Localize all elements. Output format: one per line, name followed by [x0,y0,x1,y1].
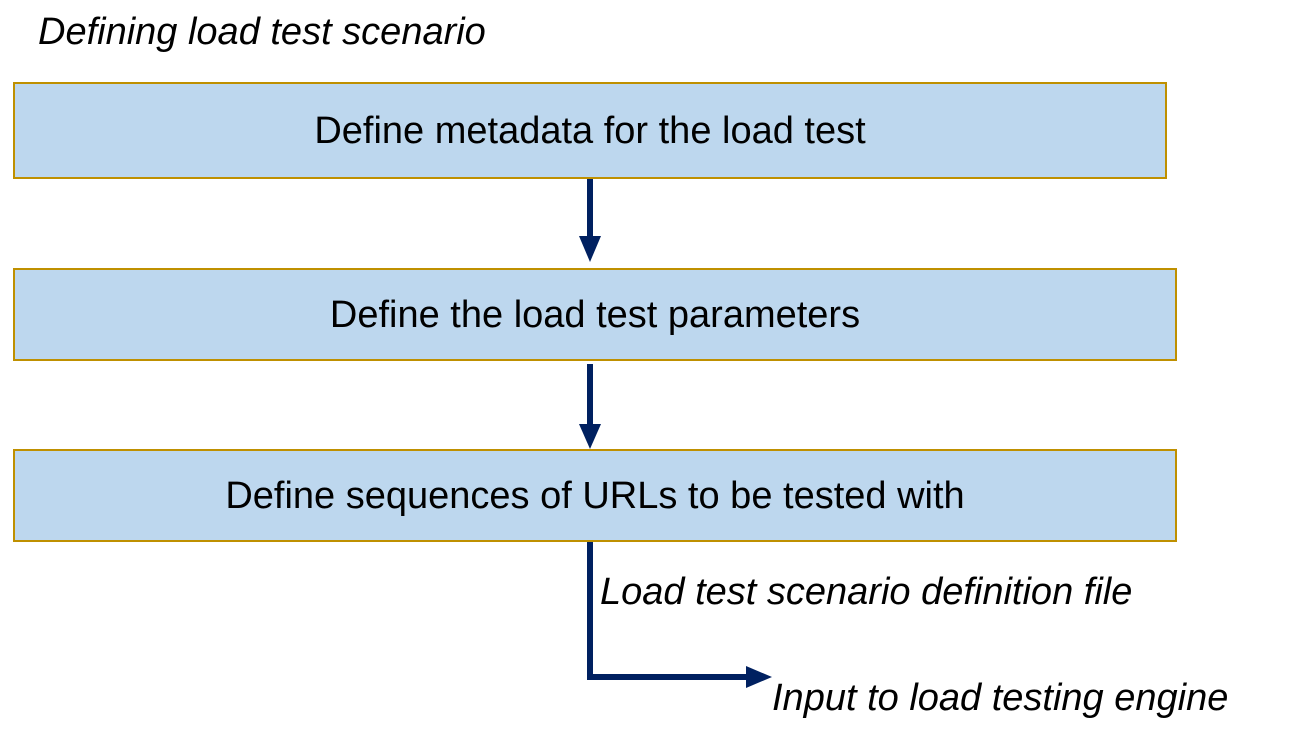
arrow-step1-to-step2 [579,179,601,262]
arrow-output-to-engine [587,542,772,688]
step-label-parameters: Define the load test parameters [329,293,861,336]
engine-input-label: Input to load testing engine [772,677,1229,719]
output-file-label: Load test scenario definition file [600,571,1133,613]
step-box-url-sequences: Define sequences of URLs to be tested wi… [13,449,1177,542]
diagram-title: Defining load test scenario [38,11,486,53]
arrow-step2-to-step3 [579,364,601,449]
step-box-parameters: Define the load test parameters [13,268,1177,361]
step-label-url-sequences: Define sequences of URLs to be tested wi… [225,474,965,517]
step-label-metadata: Define metadata for the load test [314,109,866,152]
step-box-metadata: Define metadata for the load test [13,82,1167,179]
